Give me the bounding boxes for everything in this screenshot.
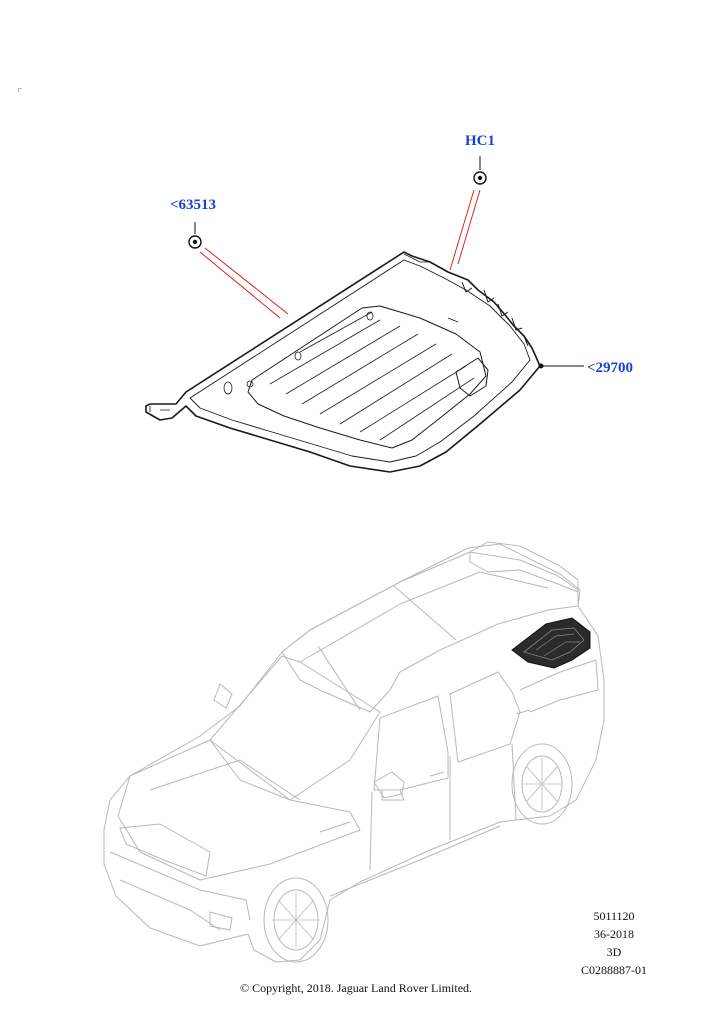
bonnet — [117, 739, 361, 881]
side-mirror — [373, 771, 405, 799]
vehicle-location-view — [103, 541, 605, 963]
side-window-rear — [449, 671, 521, 763]
tie-down-loop-rear — [366, 311, 374, 321]
floor-slat-7 — [379, 377, 475, 441]
loadspace-trim-panel[interactable] — [145, 251, 541, 473]
drawing-view-type: 3D — [606, 945, 622, 959]
copyright-notice: © Copyright, 2018. Jaguar Land Rover Lim… — [239, 981, 473, 995]
front-wheel — [263, 877, 329, 963]
floor-slat-2 — [285, 325, 401, 395]
callout-hc1[interactable]: HC1 — [465, 133, 495, 149]
highlighted-loadspace-panel — [511, 617, 591, 669]
rear-spoiler — [469, 541, 579, 593]
tie-down-loop-front — [223, 381, 233, 395]
drawing-date: 36-2018 — [594, 927, 634, 941]
panel-floor-recess — [247, 305, 487, 449]
rear-wheel — [511, 743, 573, 825]
callout-29700[interactable]: <29700 — [587, 360, 634, 376]
side-window-front — [373, 695, 449, 791]
clip-fastener-63513[interactable] — [188, 222, 202, 249]
floor-slat-5 — [339, 353, 453, 425]
floor-slat-4 — [319, 343, 437, 415]
front-headlight — [119, 823, 211, 877]
drawing-number: 5011120 — [593, 909, 635, 923]
illustration-code: C0288887-01 — [581, 963, 647, 977]
edge-clip-tabs — [461, 281, 529, 347]
cover-block — [455, 357, 489, 397]
floor-slat-1 — [269, 319, 381, 385]
clip-fastener-hc1[interactable] — [473, 156, 487, 185]
callout-63513[interactable]: <63513 — [170, 197, 217, 213]
floor-slat-6 — [359, 365, 467, 433]
drawing-reference-block: 5011120 36-2018 3D C0288887-01 — [572, 907, 656, 979]
red-leader-lines — [199, 189, 481, 319]
tie-down-loop-mid — [294, 351, 302, 361]
vehicle-roof — [281, 551, 579, 713]
windscreen — [209, 655, 381, 801]
corner-crop-mark — [18, 88, 22, 92]
panel-inner-lip — [189, 259, 531, 463]
floor-slat-3 — [301, 333, 419, 405]
